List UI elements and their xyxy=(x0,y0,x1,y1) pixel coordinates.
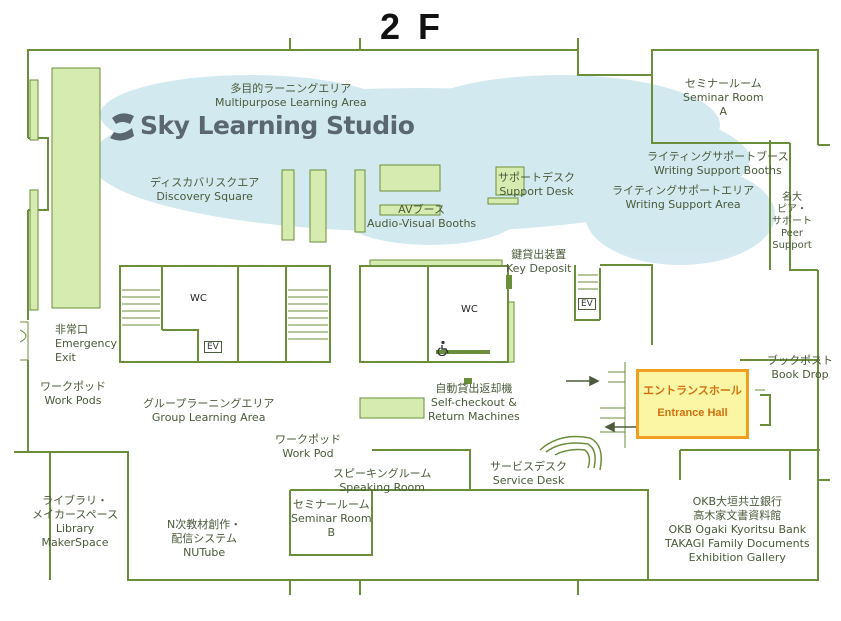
entrance-hall-ja: エントランスホール xyxy=(643,384,742,397)
ev-label-left: EV xyxy=(204,341,222,353)
ev-label-right: EV xyxy=(578,298,596,310)
sky-area-cloud xyxy=(90,75,775,265)
wc-label-center: WC xyxy=(461,304,478,315)
doors xyxy=(436,275,512,384)
okb-divider xyxy=(679,450,791,480)
entrance-hall[interactable]: エントランスホール Entrance Hall xyxy=(636,369,749,439)
entrance-gates xyxy=(600,362,765,448)
sky-logo-icon xyxy=(110,113,134,141)
wc-label-left: WC xyxy=(190,293,207,304)
service-desk-shape xyxy=(539,435,602,471)
emergency-exit-door xyxy=(19,321,29,361)
wheelchair-icon xyxy=(437,340,449,356)
wc-block-left xyxy=(119,265,331,363)
stairs-left xyxy=(122,274,598,340)
floor-number: 2 F xyxy=(380,6,445,47)
entrance-hall-en: Entrance Hall xyxy=(657,407,728,419)
furniture xyxy=(29,67,525,419)
entrance-arrows xyxy=(566,375,640,433)
brand-title: Sky Learning Studio xyxy=(140,111,415,140)
wc-block-center xyxy=(359,265,509,363)
